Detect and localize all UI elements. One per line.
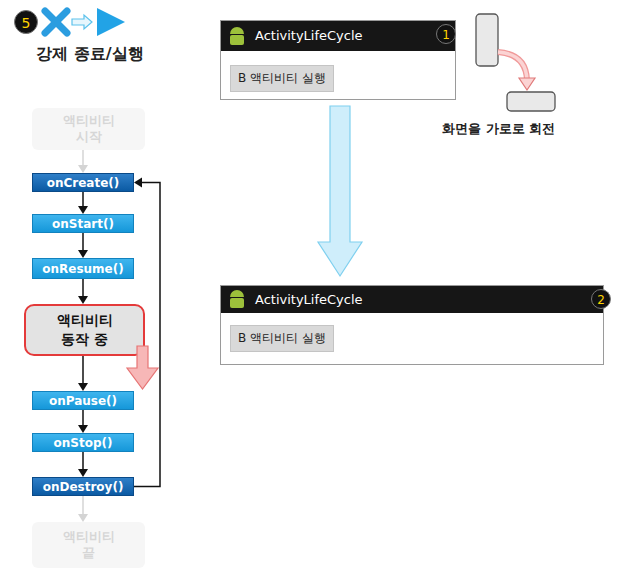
callback-box: onStop(): [32, 433, 134, 452]
end-box: 액티비티 끝: [32, 522, 145, 568]
node-text: onStart(): [52, 217, 114, 231]
start-box: 액티비티 시작: [32, 108, 145, 150]
flow-arrow: [78, 192, 88, 214]
callback-box: onDestroy(): [32, 477, 134, 496]
button: B 액티비티 실행: [230, 65, 334, 92]
flow-arrow: [78, 233, 88, 258]
flow-arrow: [78, 410, 88, 433]
flow-arrow: [78, 356, 88, 391]
android-icon: [230, 27, 244, 308]
node-text: 액티비티 끝: [62, 529, 115, 561]
screen-capture: ActivityLifeCycle B 액티비티 실행: [220, 285, 604, 365]
node-text: B 액티비티 실행: [238, 330, 326, 347]
node-text: onPause(): [49, 394, 117, 408]
node-text: onStop(): [54, 436, 113, 450]
rotation-illustration: [476, 14, 555, 111]
callout-number: 5: [14, 10, 38, 34]
node-text: onDestroy(): [43, 480, 124, 494]
flow-arrow: [78, 150, 88, 173]
callback-box: onResume(): [32, 258, 134, 279]
node-text: onCreate(): [47, 176, 120, 190]
callback-box: onStart(): [32, 214, 134, 233]
screen-capture: ActivityLifeCycle B 액티비티 실행: [220, 20, 456, 100]
app-title: ActivityLifeCycle: [255, 28, 363, 43]
note-text: 화면을 가로로 회전: [442, 120, 555, 138]
node-text: 액티비티 동작 중: [48, 311, 121, 349]
node-text: onResume(): [42, 262, 123, 276]
node-text: 액티비티 시작: [62, 113, 115, 145]
callback-box: onCreate(): [32, 173, 134, 192]
callback-box: onPause(): [32, 391, 134, 410]
block-arrow: [318, 106, 362, 276]
transition-arrow: [127, 346, 158, 389]
play-icon: [97, 8, 125, 36]
app-title: ActivityLifeCycle: [255, 292, 363, 307]
stop-icon: [45, 11, 67, 33]
flow-arrow: [134, 178, 160, 487]
flow-arrow: [78, 496, 88, 522]
flow-arrow: [78, 279, 88, 304]
small-arrow: [72, 15, 92, 29]
state-box: 액티비티 동작 중: [24, 304, 145, 356]
button: B 액티비티 실행: [230, 325, 334, 352]
diagram-title: 강제 종료/실행: [20, 44, 160, 65]
node-text: B 액티비티 실행: [238, 70, 326, 87]
flow-arrow: [78, 452, 88, 477]
